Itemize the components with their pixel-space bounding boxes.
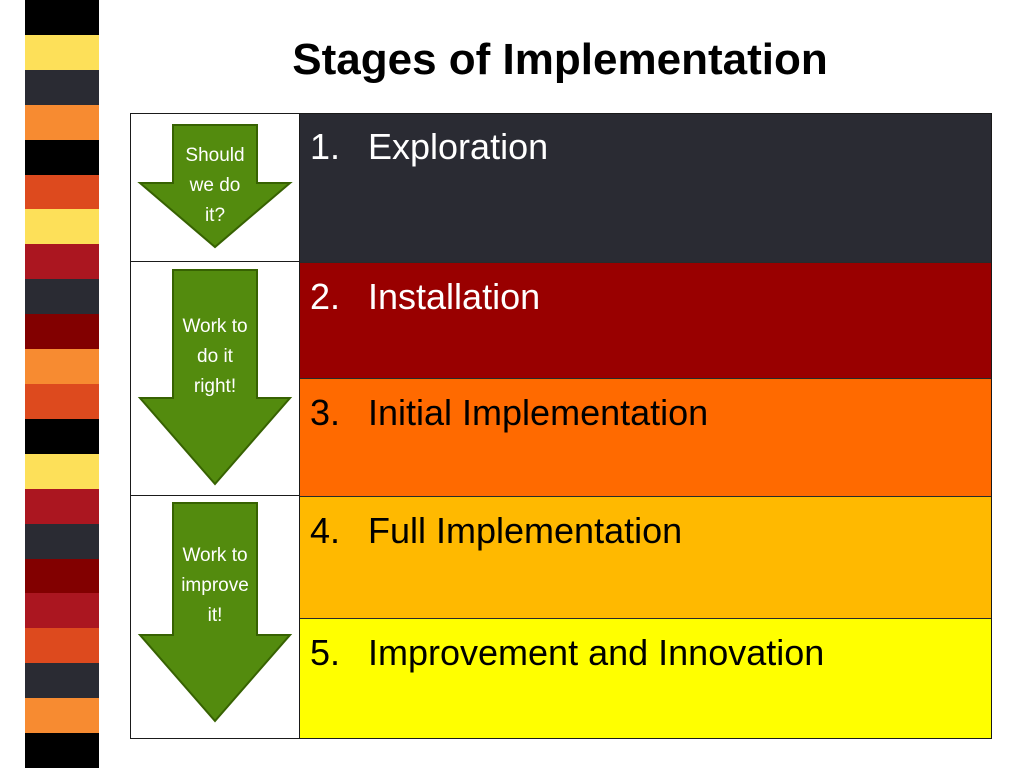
decorative-stripe-bar xyxy=(25,0,99,768)
stage-number: 1. xyxy=(310,126,341,167)
stage-number: 2. xyxy=(310,276,341,317)
stripe-band xyxy=(25,104,99,141)
stage-row-1: 1. Exploration xyxy=(300,113,992,262)
stage-label: Initial Implementation xyxy=(368,392,709,433)
stripe-band xyxy=(25,244,99,280)
stage-row-3: 3. Initial Implementation xyxy=(300,378,992,496)
stripe-band xyxy=(25,0,99,36)
stripe-band xyxy=(25,558,99,594)
stripe-band xyxy=(25,523,99,560)
stage-number: 3. xyxy=(310,392,341,433)
page-title: Stages of Implementation xyxy=(292,35,828,84)
stripe-band xyxy=(25,69,99,106)
stage-row-5: 5. Improvement and Innovation xyxy=(300,618,992,739)
stripe-band xyxy=(25,418,99,455)
stripe-band xyxy=(25,384,99,420)
stripe-band xyxy=(25,139,99,176)
stage-number: 4. xyxy=(310,510,341,551)
stripe-band xyxy=(25,349,99,385)
stage-label: Exploration xyxy=(368,126,549,167)
stripe-band xyxy=(25,593,99,629)
stage-label: Installation xyxy=(368,276,541,317)
stripe-band xyxy=(25,279,99,315)
stripe-band xyxy=(25,314,99,350)
stages-table: 1. Exploration 2. Installation 3. Initial I… xyxy=(130,113,992,739)
stage-label: Full Implementation xyxy=(368,510,683,551)
table-outer-border xyxy=(130,113,992,739)
stage-label: Improvement and Innovation xyxy=(368,632,825,673)
stripe-band xyxy=(25,453,99,490)
stripe-band xyxy=(25,698,99,734)
stripe-band xyxy=(25,628,99,664)
stripe-band xyxy=(25,174,99,210)
stage-row-2: 2. Installation xyxy=(300,262,992,378)
stage-number: 5. xyxy=(310,632,341,673)
stripe-band xyxy=(25,663,99,699)
stripe-band xyxy=(25,488,99,525)
stripe-band xyxy=(25,34,99,71)
stripe-band xyxy=(25,733,99,768)
stage-row-4: 4. Full Implementation xyxy=(300,496,992,618)
stripe-band xyxy=(25,209,99,245)
